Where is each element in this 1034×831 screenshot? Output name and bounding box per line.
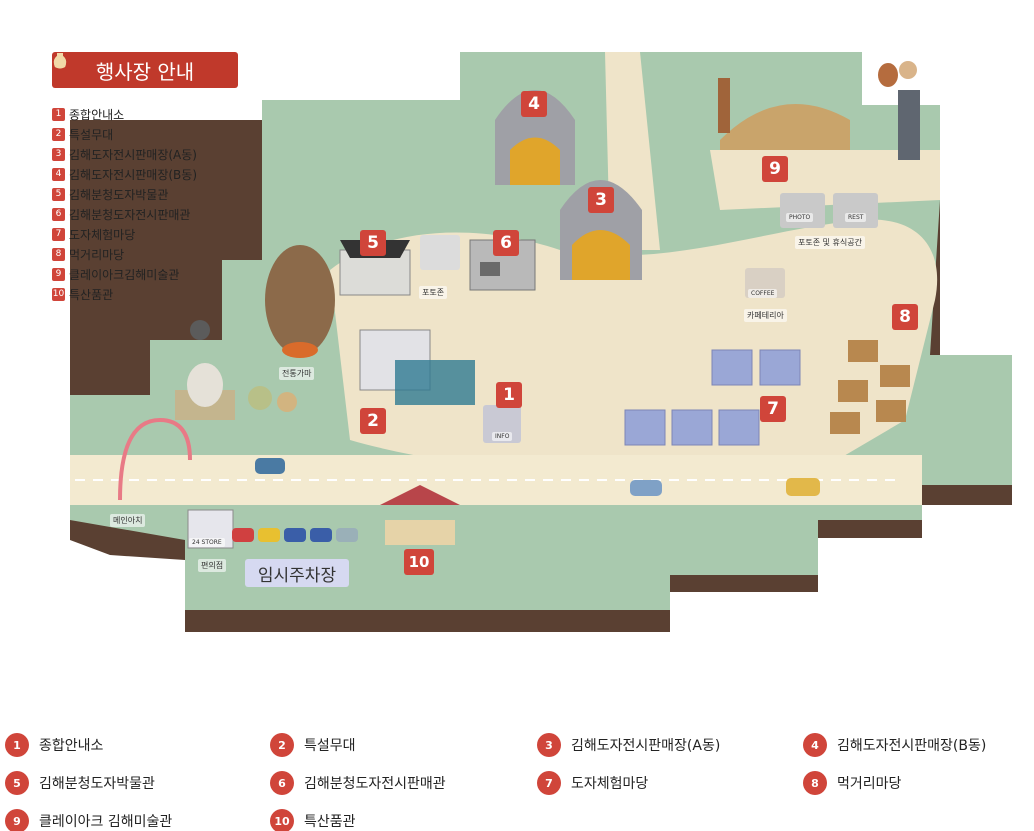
main-gate-label: 메인아치 (110, 514, 146, 527)
van-icon (786, 478, 820, 496)
map-marker-2[interactable]: 2 (360, 408, 386, 434)
photozone-label: 포토존 (419, 286, 448, 299)
map-marker-1[interactable]: 1 (496, 382, 522, 408)
map-title: 행사장 안내 (52, 52, 238, 88)
waiter-figure-icon (878, 61, 920, 160)
convenience-label: 편의점 (198, 559, 227, 572)
parking-label: 임시주차장 (245, 559, 349, 587)
car-icon (630, 480, 662, 496)
car-icon (255, 458, 285, 474)
sales-hall-icon (469, 239, 536, 291)
pavilion-a-icon (560, 180, 642, 280)
map-marker-7[interactable]: 7 (760, 396, 786, 422)
market-tent-icon (380, 485, 460, 545)
tree-icon (248, 386, 272, 410)
photo-zone-icon (420, 235, 460, 270)
rest-sign-icon (833, 193, 878, 228)
photo-rest-label: 포토존 및 휴식공간 (795, 236, 865, 249)
food-stalls-icon (830, 340, 910, 434)
map-marker-8[interactable]: 8 (892, 304, 918, 330)
map-marker-9[interactable]: 9 (762, 156, 788, 182)
kiln-icon (265, 245, 335, 358)
map-illustration (70, 52, 1012, 632)
map-marker-10[interactable]: 10 (404, 549, 434, 575)
photo-sign-text: PHOTO (786, 213, 814, 222)
coffee-sign-text: COFFEE (748, 289, 778, 298)
pot-icon (53, 53, 67, 69)
cafe-label: 카페테리아 (744, 309, 787, 322)
tree-icon (277, 392, 297, 412)
map-marker-3[interactable]: 3 (588, 187, 614, 213)
potter-statue-icon (175, 320, 235, 420)
store-sign-text: 24 STORE (189, 538, 225, 547)
stage-icon (359, 329, 475, 405)
workshop-tents-icon (624, 349, 801, 446)
parked-cars-icon (232, 528, 358, 542)
info-sign-text: INFO (492, 432, 513, 441)
main-arch-icon (118, 417, 192, 501)
map-marker-6[interactable]: 6 (493, 230, 519, 256)
pavilion-b-icon (495, 90, 575, 185)
art-museum-icon (718, 78, 850, 150)
kiln-label: 전통가마 (279, 367, 315, 380)
photo-sign-icon (780, 193, 825, 228)
map-marker-4[interactable]: 4 (521, 91, 547, 117)
rest-sign-text: REST (845, 213, 867, 222)
map-marker-5[interactable]: 5 (360, 230, 386, 256)
